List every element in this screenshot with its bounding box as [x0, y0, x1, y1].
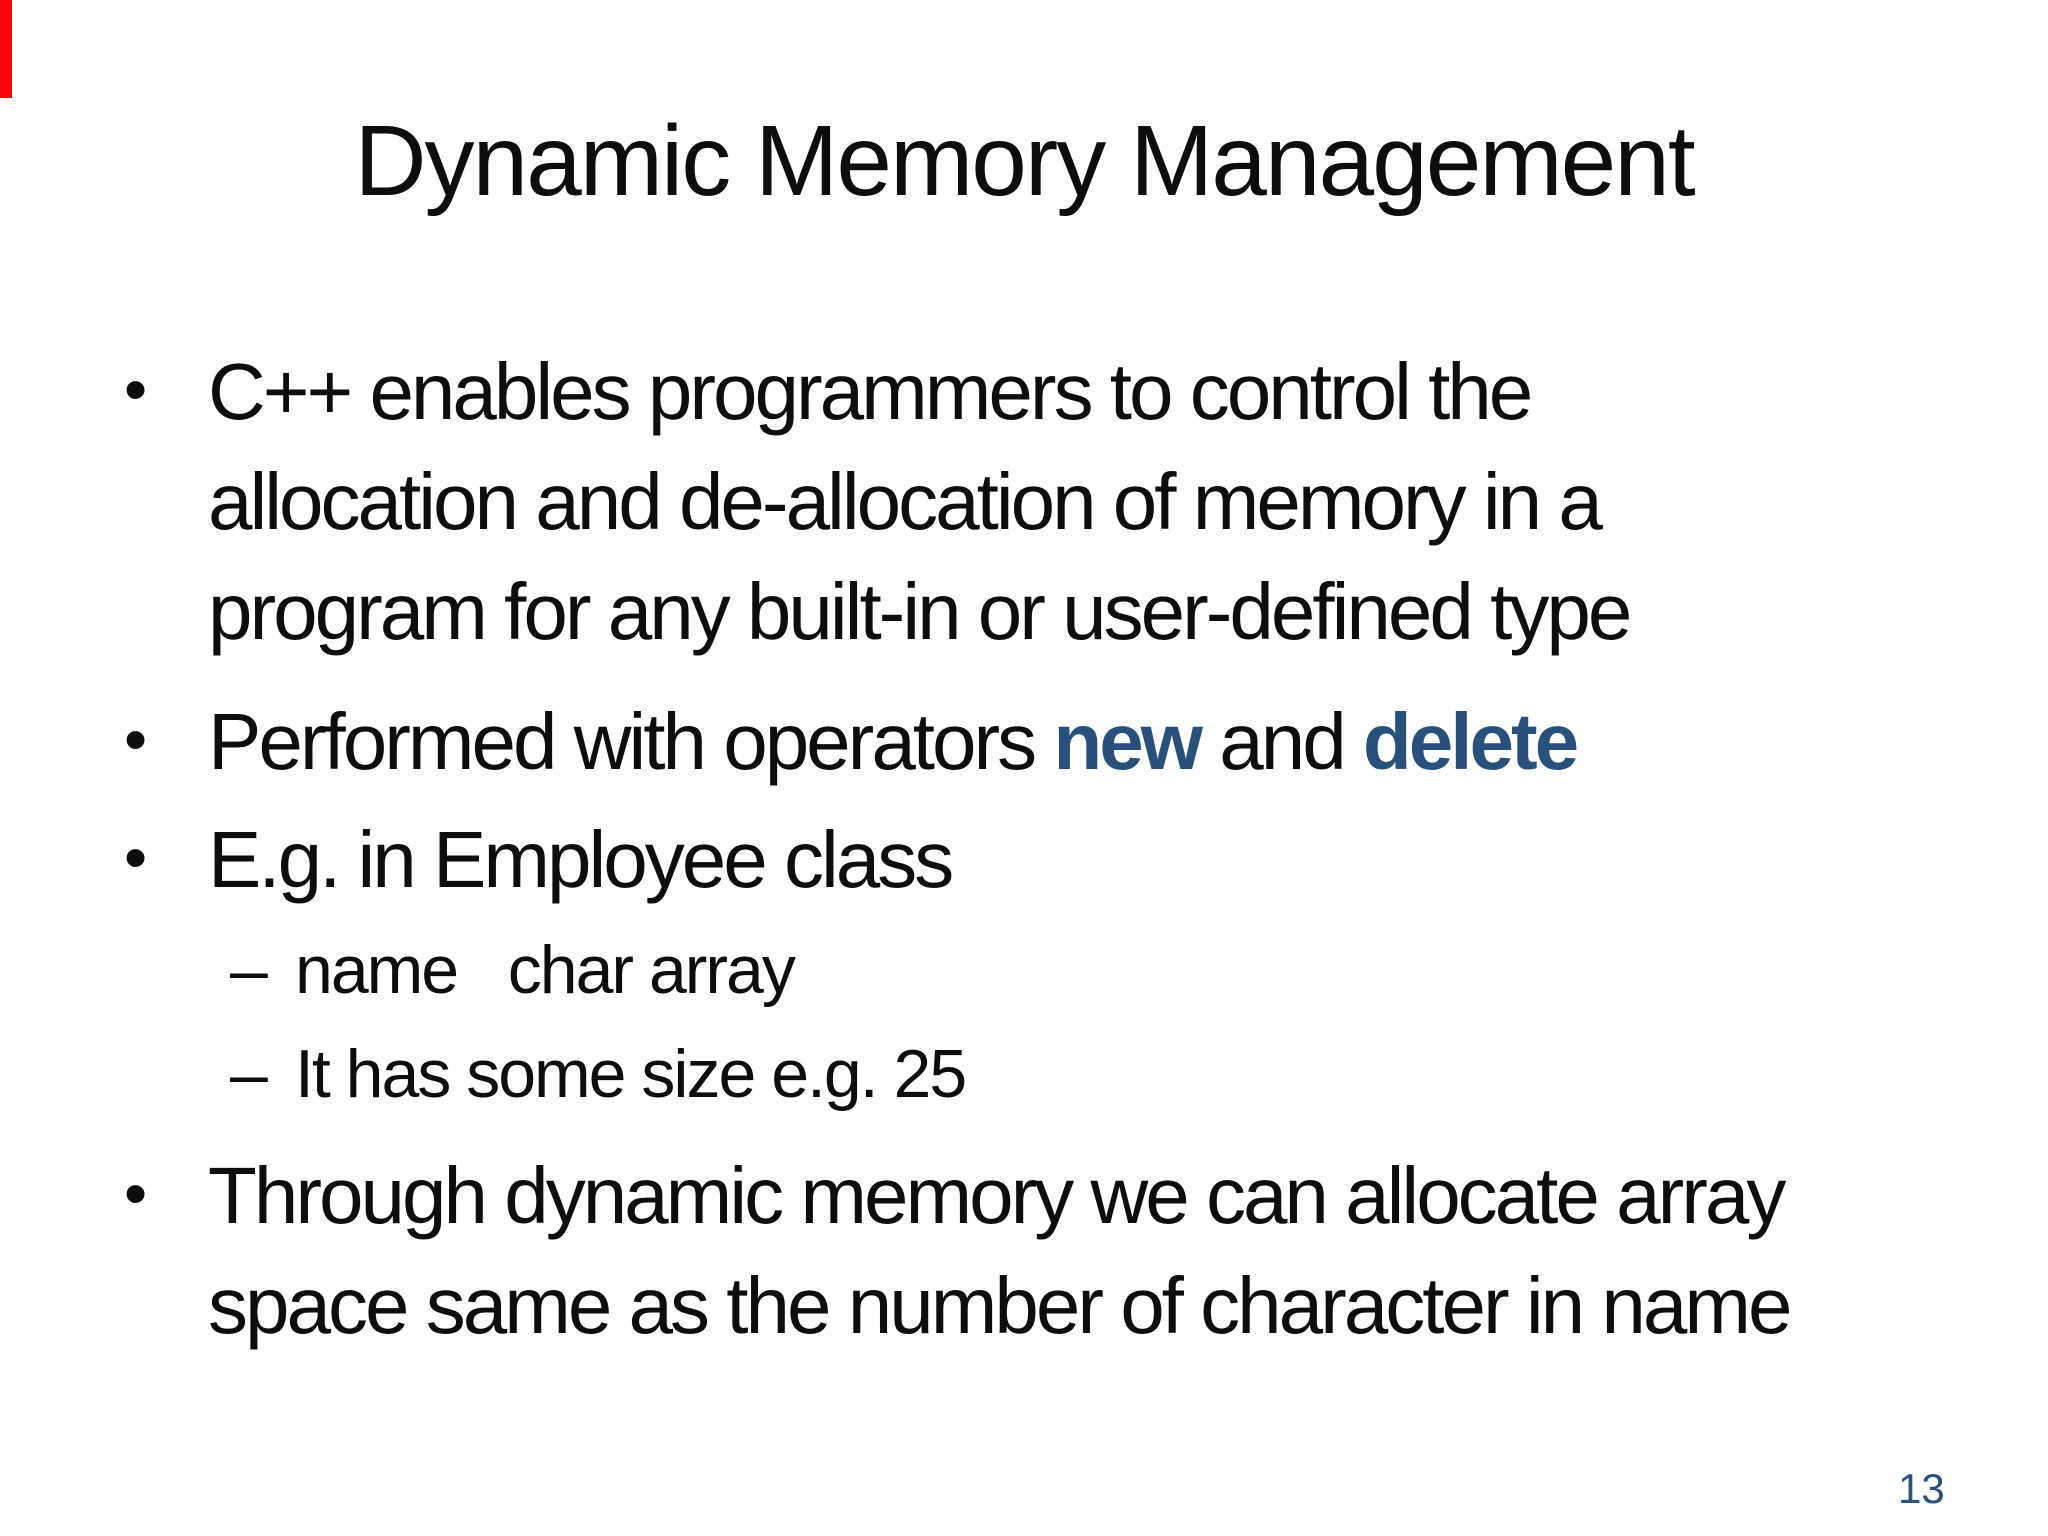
bullet-list: • C++ enables programmers to control the…	[100, 337, 1990, 1361]
bullet-marker: •	[124, 820, 148, 894]
red-edge-artifact	[0, 0, 12, 98]
bullet-text: Through dynamic memory we can allocate a…	[208, 1151, 1792, 1350]
bullet-text: Performed with operators new and delete	[208, 687, 1990, 797]
sub-bullet-text: name char array	[295, 932, 796, 1008]
sub-bullet-marker: –	[230, 1036, 268, 1112]
bullet-text: C++ enables programmers to control the a…	[208, 347, 1632, 656]
bullet-marker: •	[124, 352, 148, 426]
bullet-item-performed-with-operators: • Performed with operators new and delet…	[100, 687, 1990, 797]
page-number: 13	[1898, 1465, 1945, 1512]
keyword-delete: delete	[1362, 697, 1579, 786]
sub-bullet-item-name-char-array: – name char array	[100, 919, 1990, 1021]
keyword-new: new	[1053, 697, 1203, 786]
bullet-marker: •	[124, 1156, 148, 1230]
bullet-text: E.g. in Employee class	[208, 815, 954, 904]
sub-bullet-marker: –	[230, 932, 268, 1008]
bullet-text-segment: Performed with operators	[208, 697, 1054, 786]
sub-bullet-text: It has some size e.g. 25	[295, 1036, 967, 1112]
sub-bullet-item-size: – It has some size e.g. 25	[100, 1023, 1990, 1125]
bullet-text-segment: and	[1199, 697, 1363, 786]
bullet-item-cpp-enables: • C++ enables programmers to control the…	[100, 337, 1990, 667]
slide-title: Dynamic Memory Management	[354, 105, 1695, 217]
bullet-item-through-dynamic-memory: • Through dynamic memory we can allocate…	[100, 1141, 1990, 1361]
bullet-item-employee-class: • E.g. in Employee class	[100, 805, 1990, 915]
bullet-marker: •	[124, 702, 148, 776]
